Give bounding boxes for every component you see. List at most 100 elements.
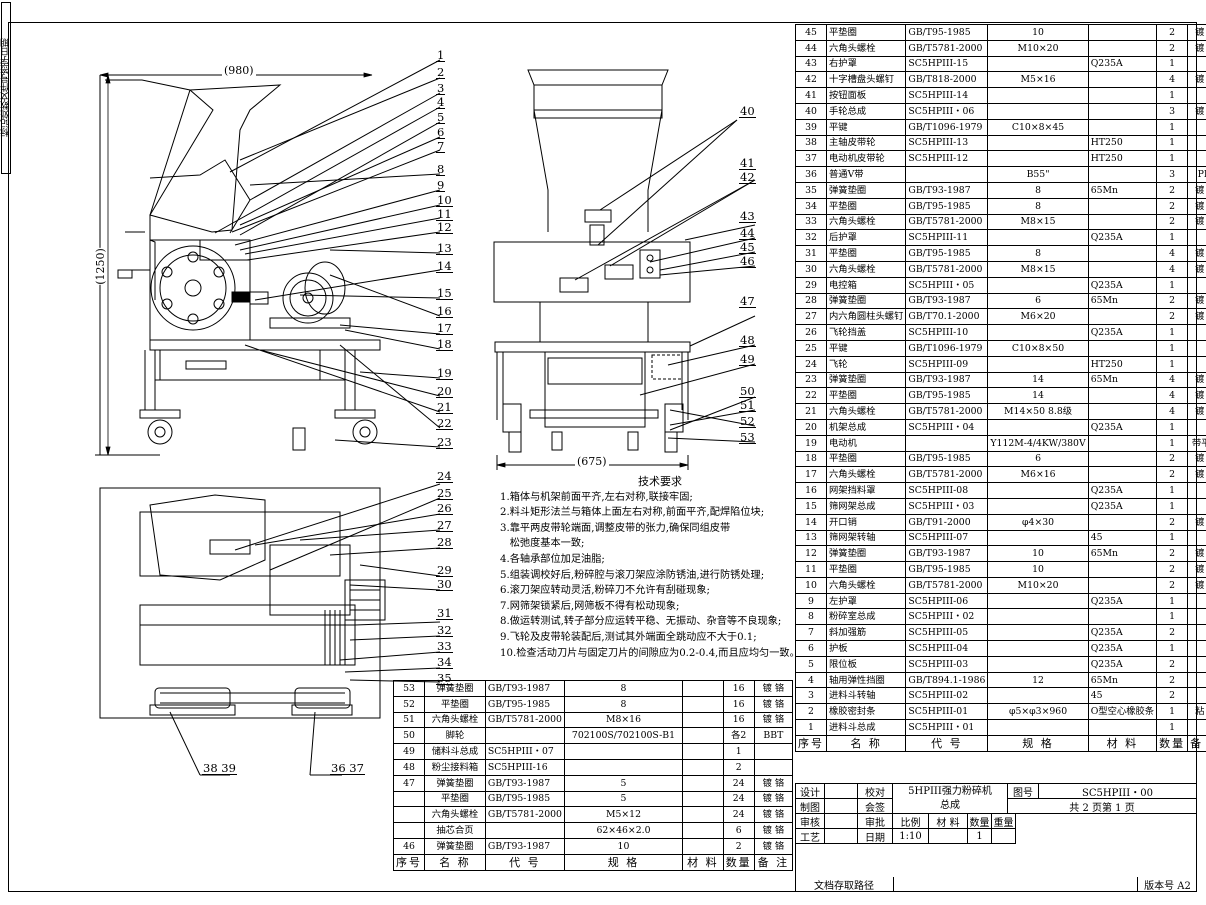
bom-cell: 2 (1156, 197, 1189, 215)
bom-cell: 4 (1156, 371, 1189, 389)
bom-cell: SC5HPIII・02 (905, 608, 989, 626)
bom-cell (1087, 719, 1158, 736)
bom-cell: 8 (563, 680, 684, 697)
bom-cell (753, 758, 794, 776)
bom-header-cell: 名 称 (825, 734, 907, 752)
bom-cell: 45 (1087, 529, 1158, 547)
bom-cell: SC5HPIII-16 (484, 758, 565, 776)
bom-cell: 弹簧垫圈 (424, 774, 486, 792)
bom-cell: 轴用弹性挡圈 (825, 671, 907, 689)
balloon-number: 26 (436, 501, 453, 515)
bom-cell (1187, 671, 1206, 689)
balloon-number: 11 (436, 207, 453, 221)
balloon-number: 6 (436, 125, 446, 139)
balloon-number: 14 (436, 259, 453, 273)
bom-cell: SC5HPIII-15 (905, 55, 989, 73)
bom-cell: 2 (1156, 687, 1189, 705)
bom-cell: 2 (1156, 655, 1189, 673)
bom-cell: 限位板 (825, 655, 907, 673)
bom-cell (682, 680, 724, 697)
bom-cell: 35 (795, 181, 827, 199)
bom-cell: 50 (393, 727, 425, 745)
bom-cell: 42 (795, 71, 827, 89)
bom-cell: 1 (1156, 118, 1189, 136)
bom-cell: φ4×30 (987, 513, 1089, 531)
bom-cell: 1 (1156, 418, 1189, 436)
bom-cell: GB/T93-1987 (905, 181, 989, 199)
bom-cell: 镀 铬 (1187, 71, 1206, 89)
bom-cell (1087, 260, 1158, 278)
balloon-number: 17 (436, 321, 453, 335)
bom-cell: 1 (1156, 355, 1189, 373)
bom-cell: M10×20 (987, 576, 1089, 594)
bom-cell: 12 (987, 671, 1089, 689)
bom-cell (987, 497, 1089, 515)
bom-cell: 橡胶密封条 (825, 703, 907, 721)
bom-cell: 1 (795, 719, 827, 736)
bom-cell (1087, 434, 1158, 452)
tb-drawing-no: SC5HPIII・00 (1038, 783, 1197, 799)
bom-cell: 11 (795, 561, 827, 578)
bom-header-row: 序号名 称代 号规 格材 料数量备 注 (393, 853, 794, 871)
bom-cell: GB/T95-1985 (484, 790, 565, 808)
balloon-number: 22 (436, 416, 453, 430)
bom-cell (987, 482, 1089, 499)
front-leaders (214, 59, 441, 448)
bom-header-cell: 名 称 (424, 853, 486, 871)
bom-cell (1087, 245, 1158, 262)
bom-cell: 14 (987, 387, 1089, 405)
tech-item: 7.网筛架锁紧后,网筛板不得有松动现象; (500, 600, 680, 612)
bom-cell: HT250 (1087, 134, 1158, 152)
bom-cell: 后护罩 (825, 229, 907, 247)
bom-cell: SC5HPIII-13 (905, 134, 989, 152)
bom-cell: 52 (393, 695, 425, 713)
bom-cell: SC5HPIII-07 (905, 529, 989, 547)
bom-cell (1187, 640, 1206, 657)
bom-cell: 3 (795, 687, 827, 705)
bom-cell: SC5HPIII-09 (905, 355, 989, 373)
bom-cell: 镀 铬 (1187, 213, 1206, 231)
bom-cell: 2 (1156, 308, 1189, 326)
bom-cell: 1 (1156, 276, 1189, 294)
bom-cell: 镀 铬 (1187, 39, 1206, 57)
bom-cell: 1 (722, 743, 755, 760)
bom-cell: GB/T5781-2000 (905, 466, 989, 484)
bom-cell: 4 (1156, 387, 1189, 405)
title-block: 设计 校对 制图 会签 审核 审批 工艺 日期 5HPIII强力粉碎机 总成 比… (795, 783, 1197, 892)
bom-cell: 1 (1156, 640, 1189, 657)
bom-cell: BBT (753, 727, 794, 745)
bom-cell: 镀 铬 (1187, 245, 1206, 262)
balloon-number: 32 (436, 623, 453, 637)
bom-cell: 26 (795, 324, 827, 341)
bom-cell: 47 (393, 774, 425, 792)
bom-cell (1087, 87, 1158, 104)
bom-header-cell: 规 格 (987, 734, 1089, 752)
bom-cell: 22 (795, 387, 827, 405)
tb-bottom-area (795, 843, 1197, 892)
bom-cell: SC5HPIII・04 (905, 418, 989, 436)
bom-cell: 镀 铬 (753, 680, 794, 697)
bom-cell (905, 434, 989, 452)
bom-cell (987, 229, 1089, 247)
bom-cell: 18 (795, 450, 827, 468)
bom-cell: 左护罩 (825, 592, 907, 610)
bom-cell: 平垫圈 (825, 450, 907, 468)
bom-cell: 41 (795, 87, 827, 104)
bom-cell: GB/T1096-1979 (905, 118, 989, 136)
bom-cell: 六角头螺栓 (825, 466, 907, 484)
bom-cell: Q235A (1087, 482, 1158, 499)
bom-cell: GB/T70.1-2000 (905, 308, 989, 326)
bom-cell: 平垫圈 (825, 245, 907, 262)
tb-date: 日期 (857, 828, 893, 844)
bom-cell: 10 (987, 24, 1089, 41)
tech-item: 松弛度基本一致; (500, 538, 585, 550)
bom-cell: GB/T95-1985 (905, 450, 989, 468)
balloon-number: 10 (436, 193, 453, 207)
bom-cell (1087, 197, 1158, 215)
bom-cell: 筛网架转轴 (825, 529, 907, 547)
